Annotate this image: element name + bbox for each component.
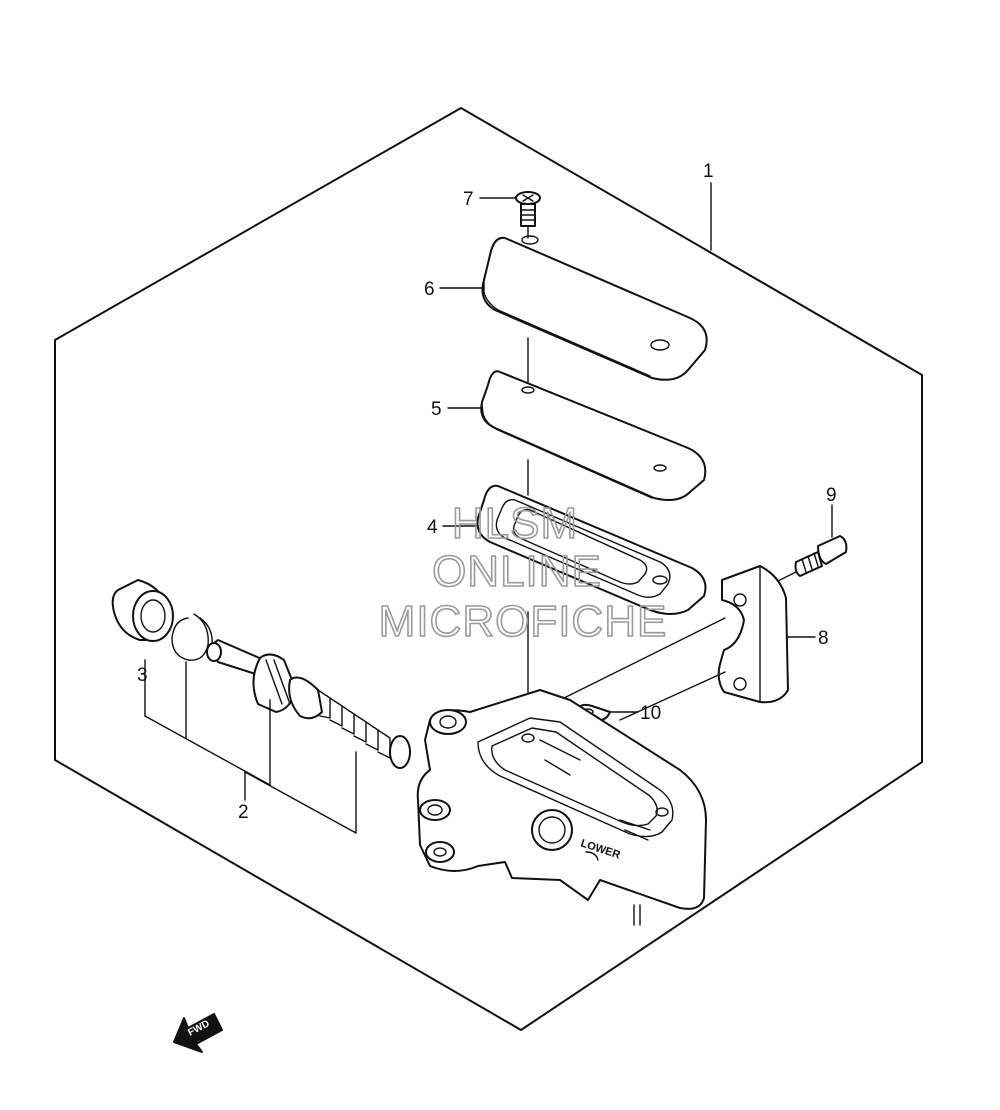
- callout-2: 2: [238, 802, 249, 823]
- callout-4: 4: [427, 517, 438, 538]
- part-1-master-cylinder-body: LOWER: [416, 689, 707, 926]
- bracket-2: [144, 661, 357, 834]
- axis-8-body-bottom: [619, 671, 726, 721]
- part-5-plate: [480, 370, 707, 501]
- part-6-reservoir-cap: [481, 235, 708, 381]
- callout-3: 3: [137, 665, 148, 686]
- forward-direction-arrow-icon: FWD: [173, 1013, 223, 1053]
- watermark-line-3: MICROFICHE: [379, 597, 668, 646]
- piston-and-spring: [206, 639, 411, 769]
- callout-1: 1: [703, 161, 714, 182]
- callout-8: 8: [818, 628, 829, 649]
- part-9-bolt: [794, 535, 848, 577]
- assembly-boundary: [54, 107, 923, 1031]
- part-8-holder-clamp: [717, 565, 789, 704]
- watermark-line-2: ONLINE: [432, 547, 602, 596]
- part-3-boot: [111, 579, 174, 642]
- callout-6: 6: [424, 279, 435, 300]
- callout-7: 7: [463, 189, 474, 210]
- part-4-diaphragm: [476, 484, 707, 615]
- axis-8-body-top: [559, 617, 726, 701]
- watermark-line-1: HLSM: [452, 499, 578, 548]
- callout-9: 9: [826, 485, 837, 506]
- callout-10: 10: [640, 703, 661, 724]
- part-7-screw: [515, 191, 541, 227]
- callout-5: 5: [431, 399, 442, 420]
